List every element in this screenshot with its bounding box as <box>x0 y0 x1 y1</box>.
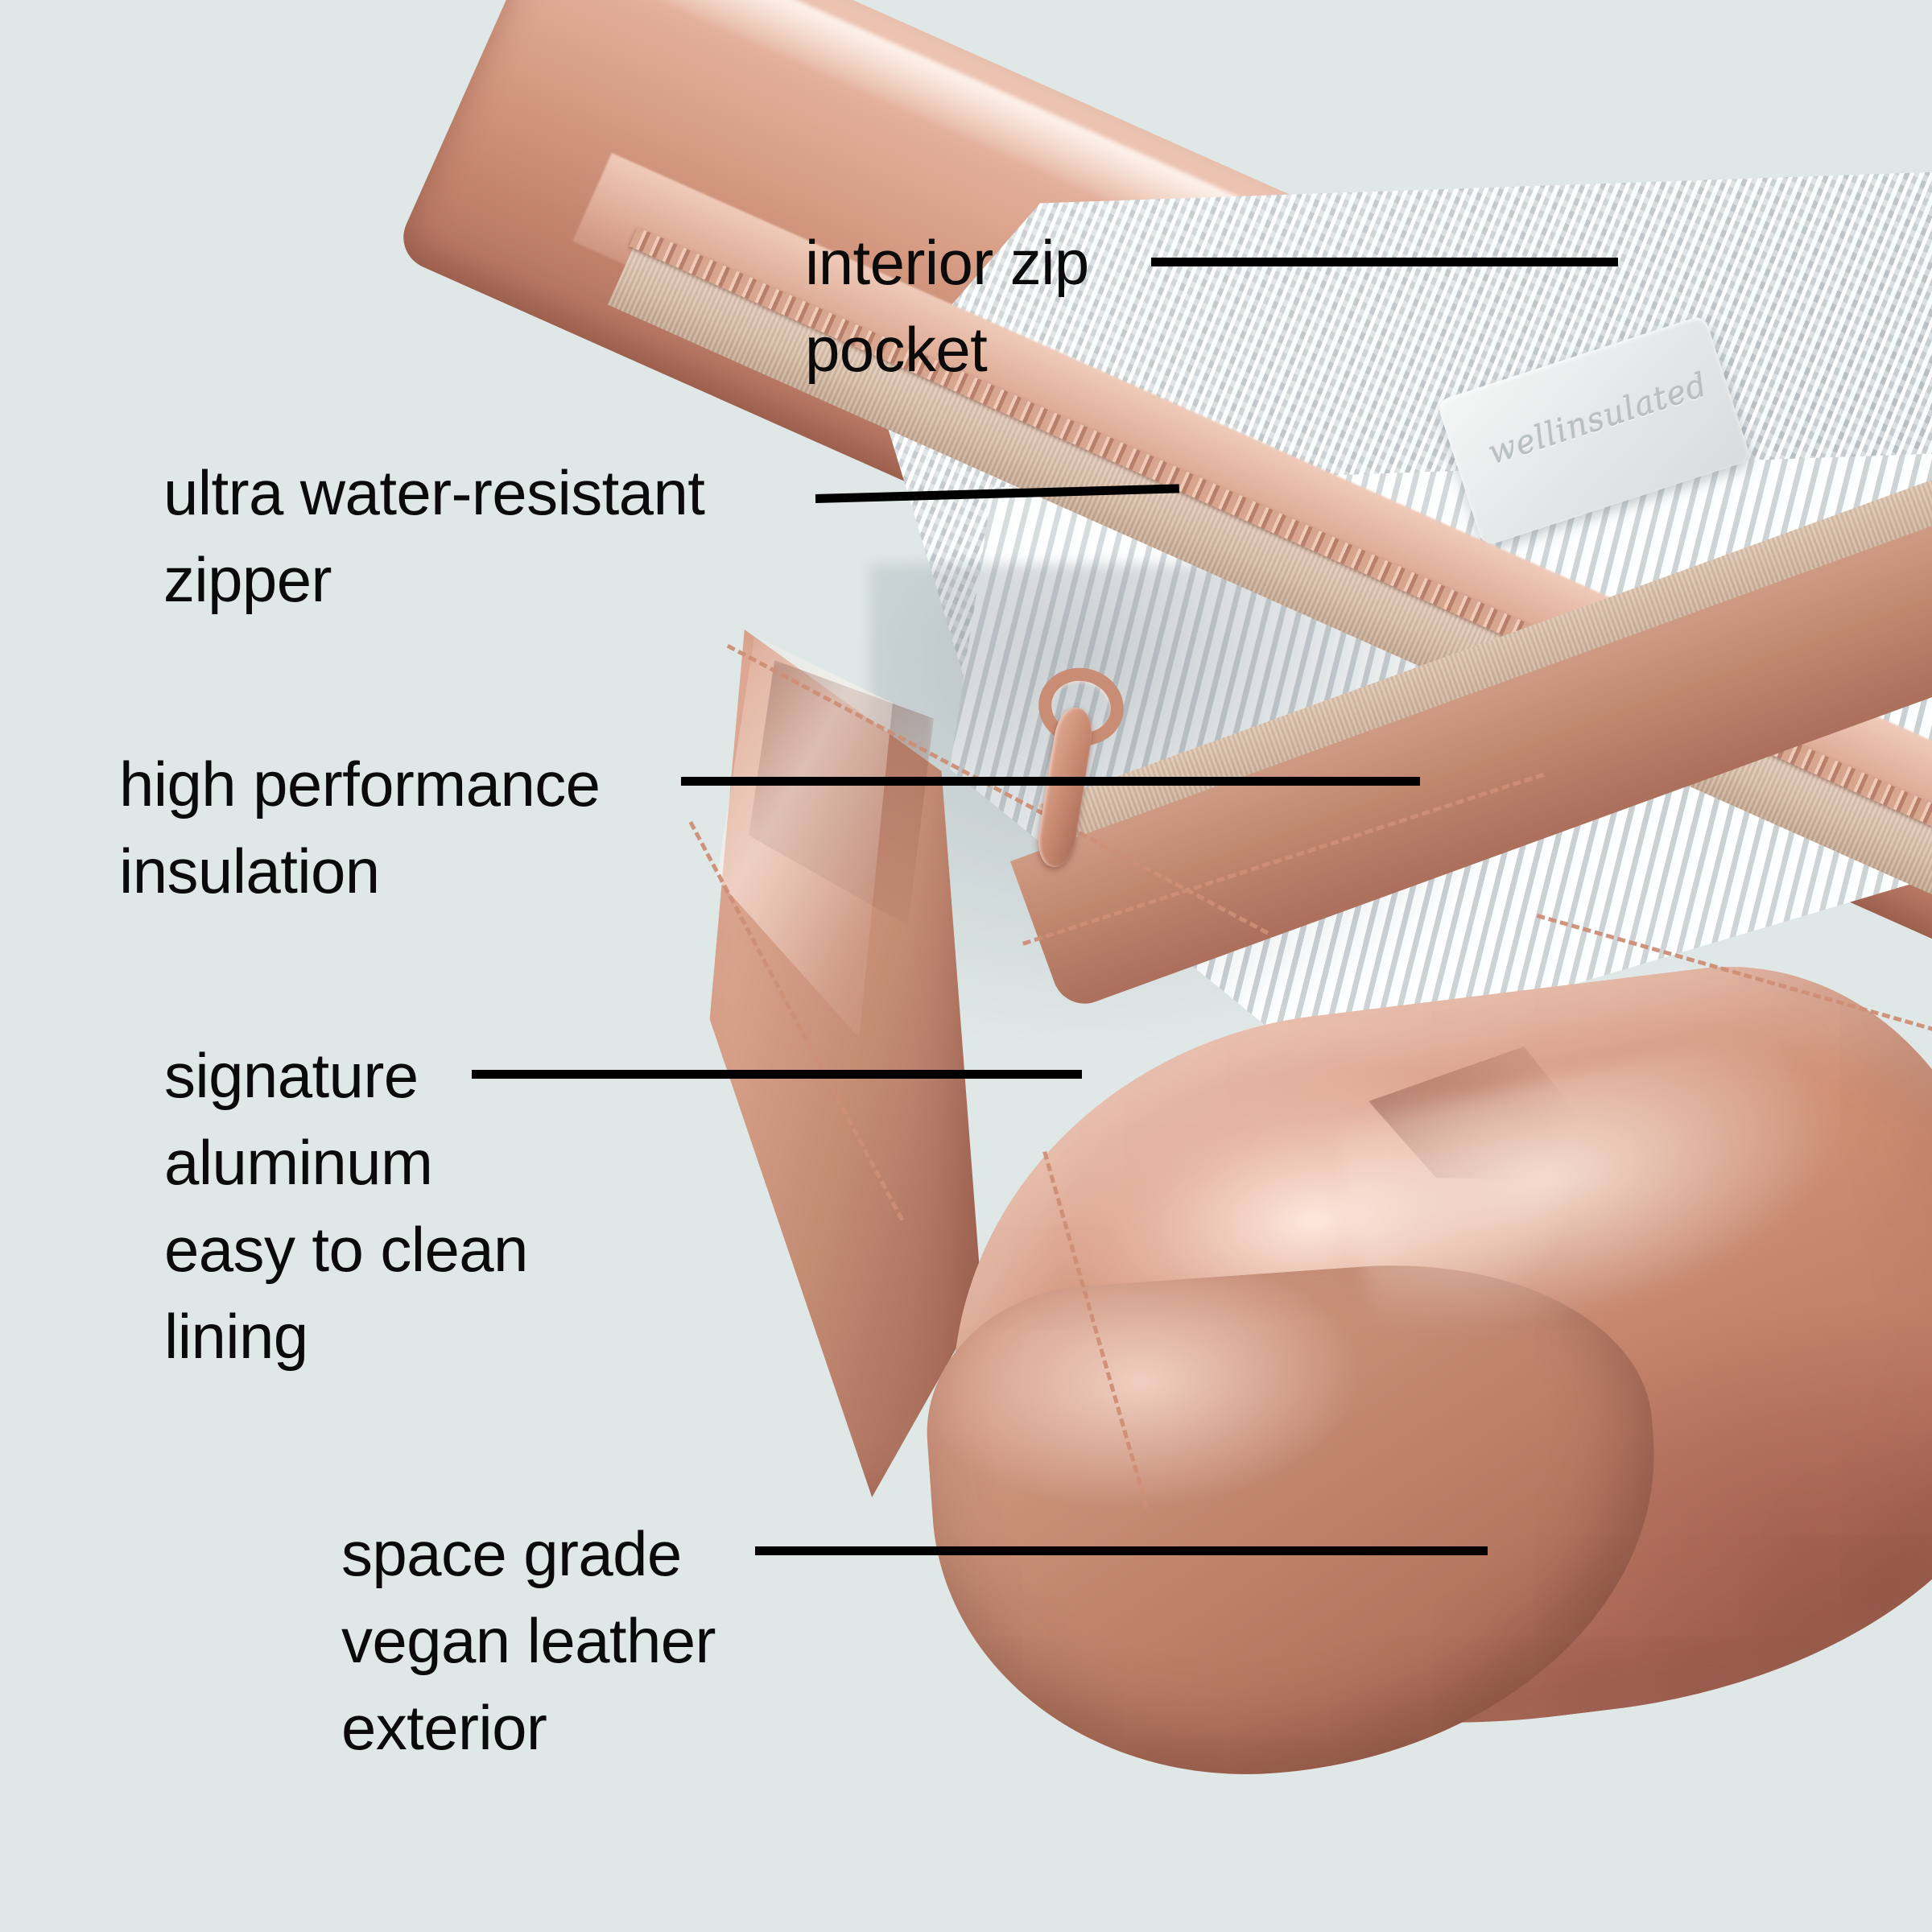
annotation-label-signature-aluminum-lining: signature aluminum easy to clean lining <box>164 1040 528 1372</box>
annotation-label-ultra-water-resistant-zipper: ultra water-resistant zipper <box>163 457 705 615</box>
leader-line-interior-zip-pocket <box>1151 258 1618 266</box>
annotation-label-space-grade-vegan-leather-exterior: space grade vegan leather exterior <box>341 1518 716 1763</box>
leader-line-space-grade-vegan-leather-exterior <box>755 1546 1488 1555</box>
annotation-label-interior-zip-pocket: interior zip pocket <box>805 227 1089 385</box>
annotation-label-high-performance-insulation: high performance insulation <box>119 749 601 906</box>
leader-line-high-performance-insulation <box>681 777 1420 786</box>
leader-line-signature-aluminum-lining <box>472 1070 1082 1079</box>
